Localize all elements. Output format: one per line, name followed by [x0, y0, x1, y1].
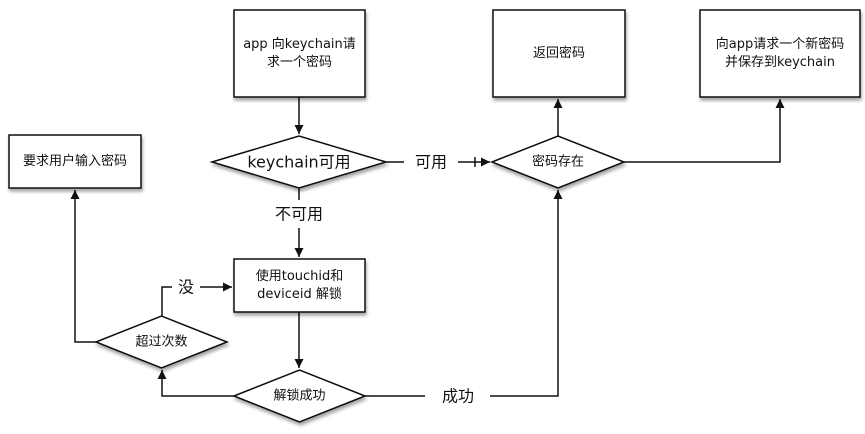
node-text-line: 解锁成功: [273, 388, 325, 404]
decision-diamond: [93, 315, 230, 369]
edge-connector: [161, 286, 172, 316]
process-box: [233, 9, 366, 98]
edges-layer: [70, 97, 785, 397]
decision-diamond: [231, 369, 368, 423]
node-text-line: 向app请求一个新密码: [716, 36, 844, 52]
edge-label: 没: [178, 278, 194, 297]
node-text-line: 密码存在: [532, 154, 584, 170]
edge-label: 不可用: [275, 205, 323, 224]
node-text-line: keychain可用: [247, 153, 350, 172]
node-text-line: 并保存到keychain: [725, 55, 835, 70]
edge-connector: [490, 190, 563, 397]
node-text-line: deviceid 解锁: [257, 286, 342, 302]
process-box: [492, 9, 626, 98]
process-box: [233, 258, 366, 313]
node-text-line: 要求用户输入密码: [23, 153, 127, 169]
edge-connector: [70, 190, 96, 343]
edge-label: 成功: [442, 387, 474, 406]
node-keychain-available: keychain可用: [209, 135, 389, 189]
edge-connector: [624, 99, 785, 163]
node-ask-user: 要求用户输入密码: [8, 134, 142, 189]
edge-label: 可用: [415, 153, 447, 172]
node-text-line: 超过次数: [135, 334, 187, 350]
edge-connector: [157, 370, 234, 397]
node-text-line: 求一个密码: [267, 54, 332, 70]
decision-diamond: [489, 135, 627, 189]
process-box: [8, 134, 142, 189]
node-return-password: 返回密码: [492, 9, 626, 98]
decision-diamond: [209, 135, 389, 189]
node-text-line: app 向keychain请: [243, 36, 356, 52]
node-exceeded-attempts: 超过次数: [93, 315, 230, 369]
process-box: [699, 9, 861, 98]
node-text-line: 返回密码: [533, 45, 585, 61]
node-touchid-unlock: 使用touchid和 deviceid 解锁: [233, 258, 366, 313]
node-text-line: 使用touchid和: [256, 268, 344, 284]
node-unlock-success: 解锁成功: [231, 369, 368, 423]
node-password-exists: 密码存在: [489, 135, 627, 189]
